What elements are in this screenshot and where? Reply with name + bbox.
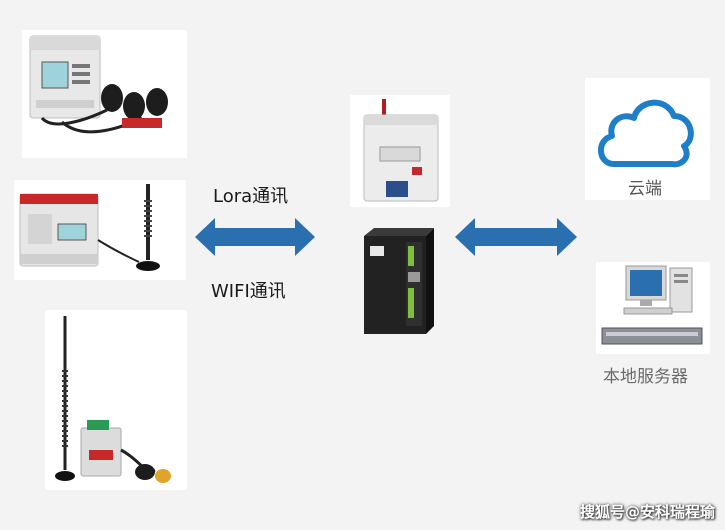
local-server-icon (601, 265, 703, 345)
watermark-text: 搜狐号@安科瑞程瑜 (579, 503, 715, 521)
cloud-label: 云端 (628, 179, 662, 199)
local-server-label: 本地服务器 (603, 367, 688, 387)
wireless-meter-with-antenna-icon (19, 184, 160, 271)
edge-gateway-box-icon (364, 228, 434, 334)
wifi-label: WIFI通讯 (211, 281, 286, 302)
lora-wifi-link-arrow (195, 218, 315, 256)
gateway-din-device-icon (363, 99, 439, 202)
energy-meter-with-cts-icon (29, 35, 168, 134)
lora-label: Lora通讯 (213, 186, 289, 207)
upstream-link-arrow (455, 218, 577, 256)
cloud-icon (598, 99, 694, 168)
wireless-meter-tall-antenna-icon (55, 316, 171, 483)
